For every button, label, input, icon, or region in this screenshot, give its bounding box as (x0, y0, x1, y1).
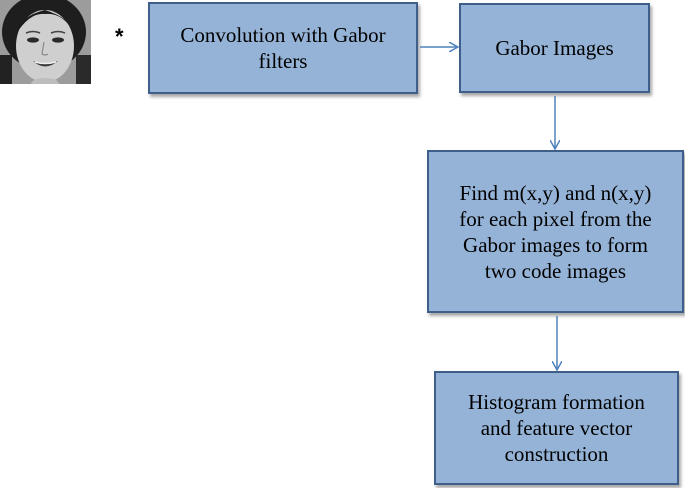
face-photo (0, 0, 91, 84)
convolution-box: Convolution with Gabor filters (148, 2, 418, 94)
histogram-box: Histogram formation and feature vector c… (434, 371, 679, 485)
gabor-images-box: Gabor Images (459, 3, 650, 93)
find-codes-box: Find m(x,y) and n(x,y) for each pixel fr… (427, 150, 684, 313)
convolution-operator-symbol: * (115, 24, 124, 49)
